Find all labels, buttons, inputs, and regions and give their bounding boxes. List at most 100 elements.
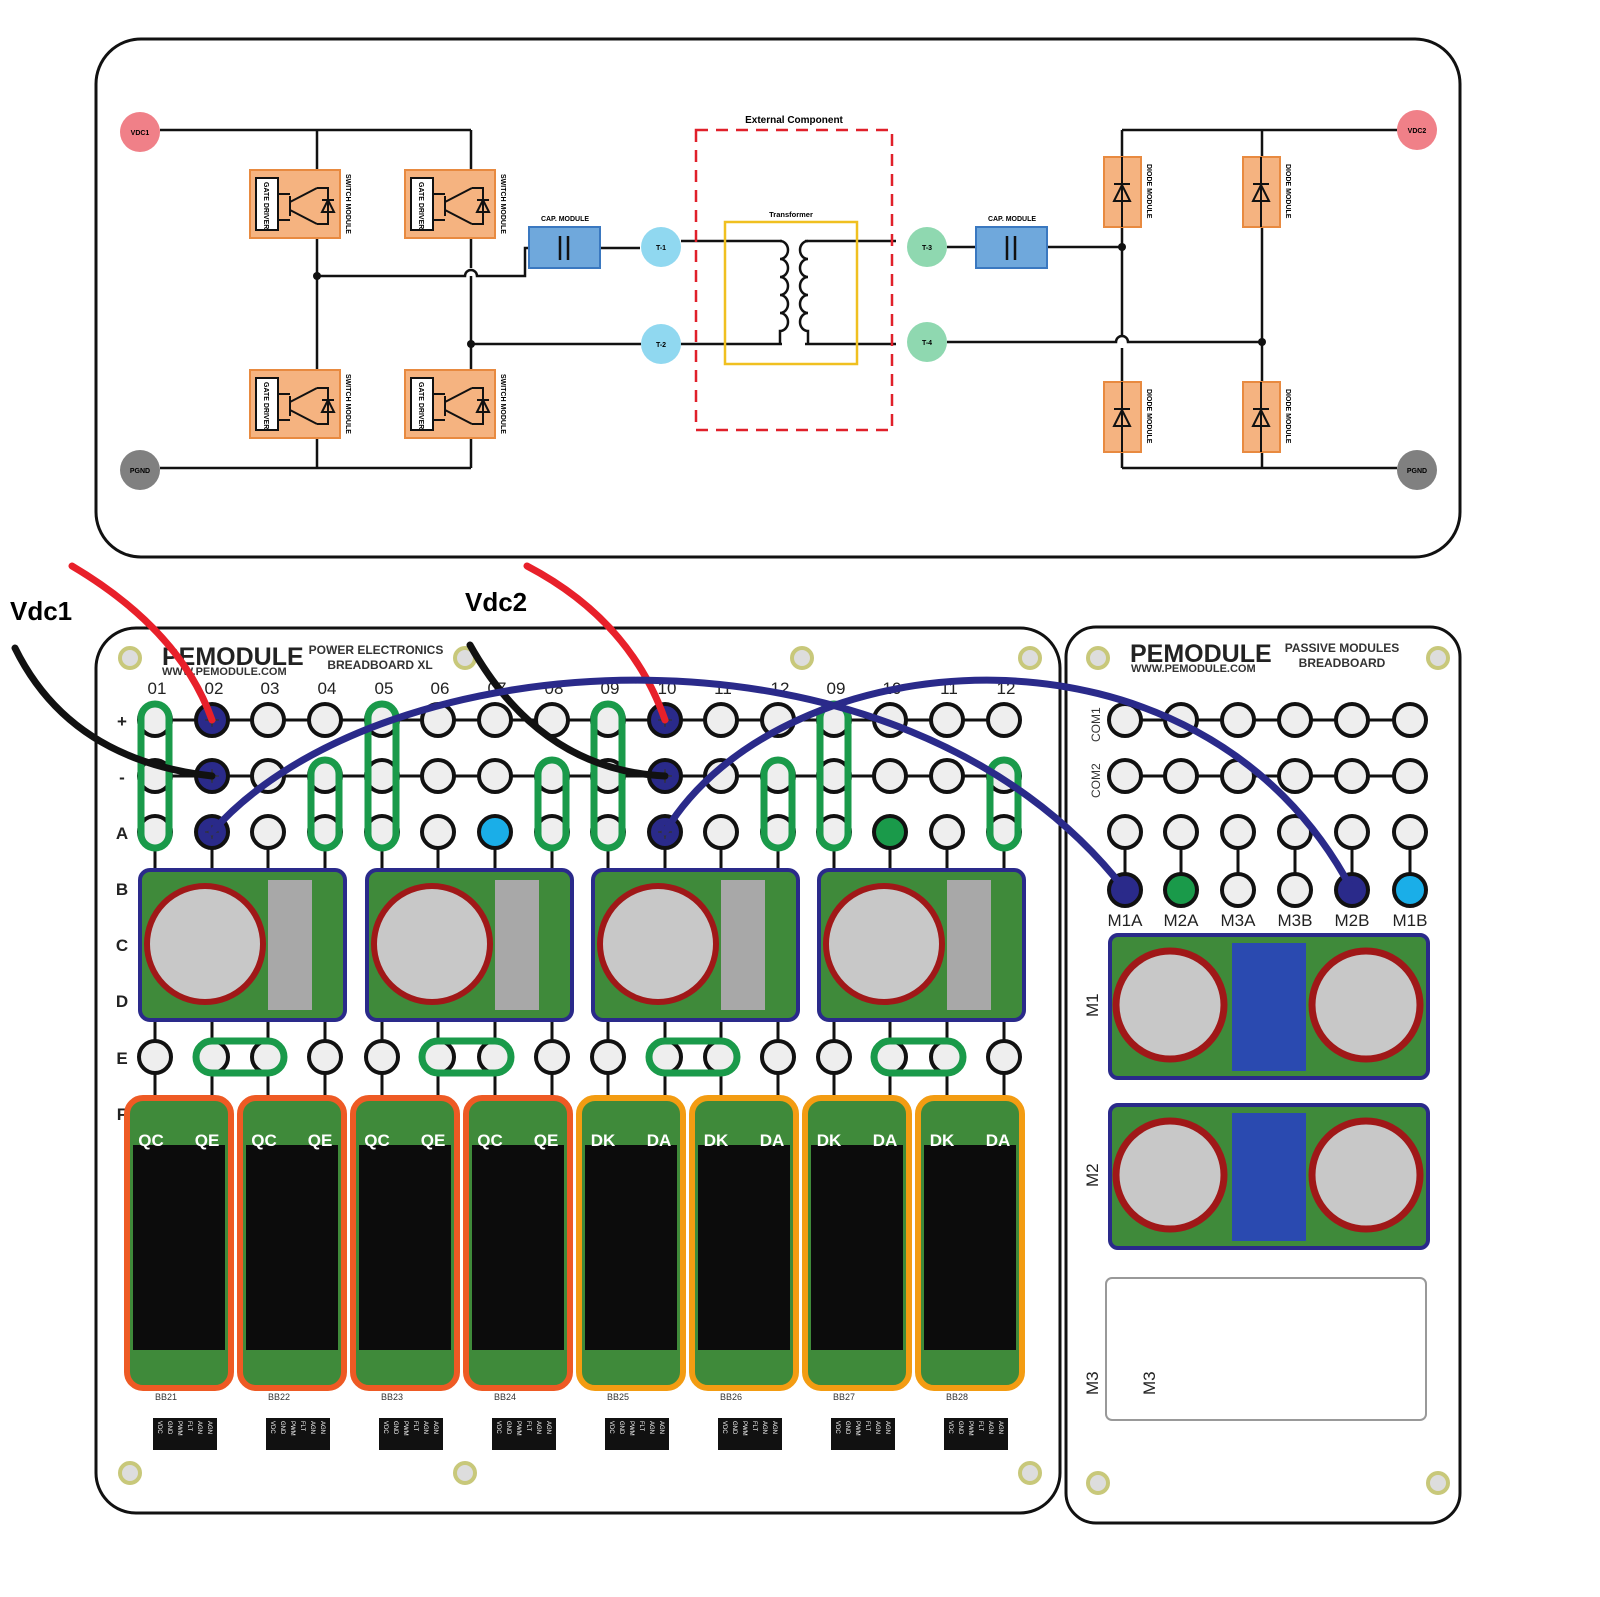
terminal-hole[interactable] (250, 702, 286, 738)
link-wire-m2b[interactable] (661, 676, 1356, 894)
cap-module-label: CAP. MODULE (541, 216, 589, 223)
vdc1-negative-wire[interactable] (11, 644, 216, 780)
terminal-hole[interactable] (986, 1039, 1022, 1075)
terminal-hole[interactable] (1392, 702, 1428, 738)
row-label: B (116, 880, 128, 899)
terminal-hole[interactable] (872, 814, 908, 850)
pin-name: PWM (628, 1421, 634, 1436)
power-module-4 (817, 868, 1026, 1022)
connector-label: BB28 (946, 1392, 968, 1402)
jumper-link (192, 1037, 288, 1077)
terminal-hole[interactable] (477, 702, 513, 738)
terminal-hole[interactable] (420, 814, 456, 850)
gate-driver-label: GATE DRIVER (417, 382, 424, 429)
terminal-hole[interactable] (477, 814, 513, 850)
pin-name: FLT (412, 1421, 418, 1432)
pin-name: PWM (741, 1421, 747, 1436)
jumper-link (534, 756, 570, 852)
brand-url: WWW.PEMODULE.COM (162, 666, 287, 678)
pin-name: AGN (432, 1421, 438, 1434)
terminal-hole[interactable] (929, 758, 965, 794)
terminal-hole[interactable] (872, 758, 908, 794)
terminal-label: T-3 (922, 245, 932, 252)
external-component-label: External Component (745, 115, 843, 126)
terminal-hole[interactable] (1392, 758, 1428, 794)
capacitor (597, 883, 719, 1005)
pin-label: QE (195, 1131, 220, 1150)
terminal-hole[interactable] (929, 814, 965, 850)
link-wire-m1a[interactable] (208, 676, 1129, 894)
terminal-label: PGND (130, 468, 150, 475)
terminal-hole[interactable] (420, 758, 456, 794)
vdc2-negative-wire[interactable] (466, 641, 669, 780)
terminal-label: PGND (1407, 468, 1427, 475)
pin-label: DK (930, 1131, 955, 1150)
cap-module-right: CAP. MODULE (975, 216, 1048, 269)
pin-name: GND (392, 1421, 398, 1435)
module-terminal-label: M1A (1108, 911, 1144, 930)
module-terminal[interactable] (1220, 872, 1256, 908)
terminal-hole[interactable] (703, 702, 739, 738)
brand-logo: PEMODULE (1130, 640, 1272, 668)
terminal-hole[interactable] (1277, 702, 1313, 738)
terminal-hole[interactable] (703, 758, 739, 794)
module-terminal[interactable] (1392, 872, 1428, 908)
terminal-hole[interactable] (1392, 814, 1428, 850)
pin-name: AGN (535, 1421, 541, 1434)
mounting-hole (118, 646, 142, 670)
row-label: C (116, 936, 128, 955)
diode-module: DIODE MODULE (1242, 156, 1291, 228)
terminal-hole[interactable] (534, 1039, 570, 1075)
terminal-hole[interactable] (703, 814, 739, 850)
terminal-hole[interactable] (816, 1039, 852, 1075)
terminal-hole[interactable] (1107, 758, 1143, 794)
diode-module: DIODE MODULE (1242, 381, 1291, 453)
terminal-pgnd_right: PGND (1397, 450, 1437, 490)
terminal-hole[interactable] (1107, 814, 1143, 850)
terminal-hole[interactable] (1220, 814, 1256, 850)
terminal-hole[interactable] (1334, 702, 1370, 738)
external-component-box (694, 128, 894, 432)
terminal-hole[interactable] (929, 702, 965, 738)
mounting-hole (453, 1461, 477, 1485)
terminal-hole[interactable] (760, 1039, 796, 1075)
terminal-label: T-1 (656, 245, 666, 252)
switch-module-label: SWITCH MODULE (499, 374, 506, 434)
terminal-hole[interactable] (1163, 758, 1199, 794)
terminal-hole[interactable] (137, 1039, 173, 1075)
terminal-hole[interactable] (1334, 814, 1370, 850)
terminal-hole[interactable] (307, 1039, 343, 1075)
passive-module-M1: M1 (1083, 933, 1430, 1080)
pin-name: PWM (967, 1421, 973, 1436)
pin-label: DA (647, 1131, 672, 1150)
terminal-hole[interactable] (986, 702, 1022, 738)
module-terminal-label: M3B (1278, 911, 1313, 930)
capacitor (144, 883, 266, 1005)
mounting-hole (1426, 646, 1450, 670)
vdc2-positive-wire[interactable] (523, 562, 669, 724)
pin-label: DA (873, 1131, 898, 1150)
column-label: 01 (148, 679, 167, 698)
module-terminal[interactable] (1163, 872, 1199, 908)
terminal-hole[interactable] (364, 1039, 400, 1075)
pin-name: PWM (289, 1421, 295, 1436)
terminal-hole[interactable] (307, 702, 343, 738)
terminal-hole[interactable] (1163, 814, 1199, 850)
module-terminal[interactable] (1277, 872, 1313, 908)
pin-name: VDC (947, 1421, 953, 1434)
vdc1-positive-wire[interactable] (68, 562, 216, 724)
terminal-hole[interactable] (1277, 758, 1313, 794)
terminal-hole[interactable] (250, 814, 286, 850)
terminal-hole[interactable] (477, 758, 513, 794)
terminal-hole[interactable] (590, 1039, 626, 1075)
terminal-hole[interactable] (1220, 702, 1256, 738)
terminal-hole[interactable] (1107, 702, 1143, 738)
diode-module-label: DIODE MODULE (1145, 389, 1152, 444)
power-module-2 (365, 868, 574, 1022)
mounting-hole (1086, 646, 1110, 670)
terminal-hole[interactable] (1334, 758, 1370, 794)
